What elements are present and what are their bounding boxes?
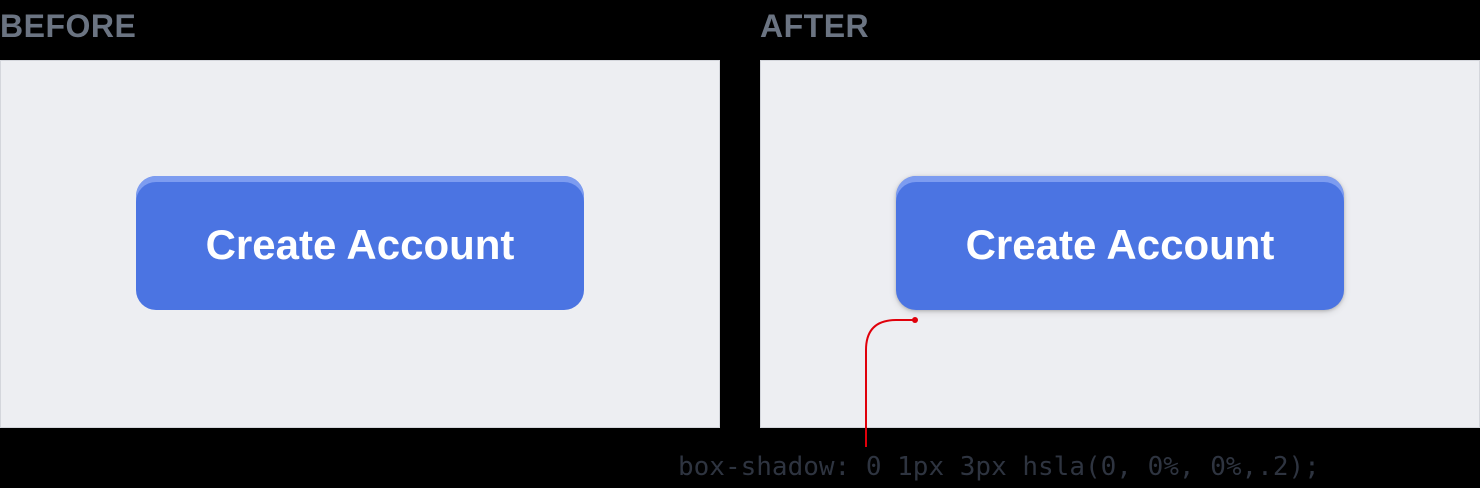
create-account-button-before[interactable]: Create Account	[136, 176, 584, 310]
before-panel: Create Account	[0, 60, 720, 428]
after-label: AFTER	[760, 8, 870, 44]
after-panel: Create Account	[760, 60, 1480, 428]
create-account-button-after[interactable]: Create Account	[896, 176, 1344, 310]
before-label: BEFORE	[0, 8, 137, 44]
annotation-code: box-shadow: 0 1px 3px hsla(0, 0%, 0%,.2)…	[678, 452, 1320, 482]
